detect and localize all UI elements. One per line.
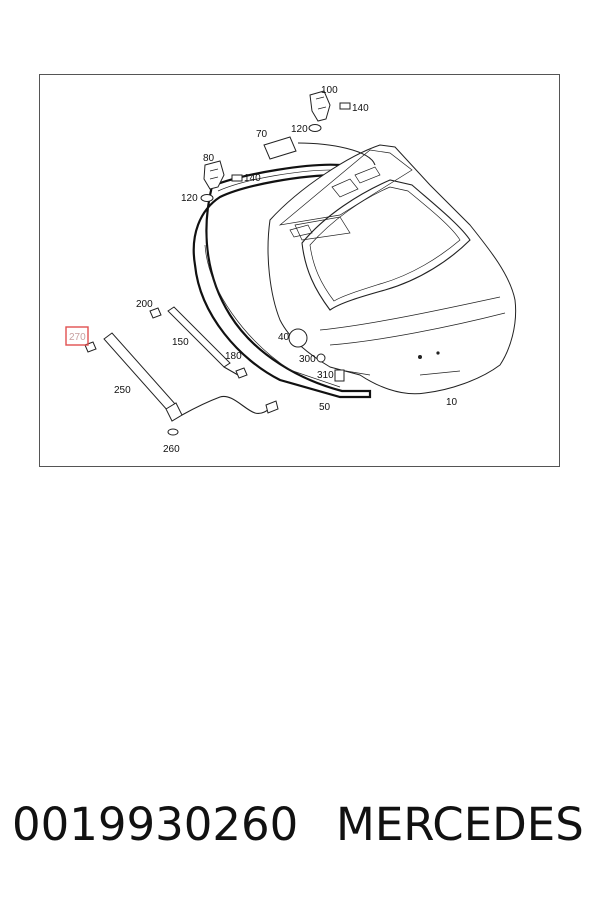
hinge-100-detail: [315, 96, 327, 110]
callout-150: 150: [172, 337, 189, 348]
bolt-310: [334, 369, 345, 382]
lock-hole-10b: [436, 351, 440, 355]
leader-70: [297, 142, 376, 166]
ball-stud-180: [235, 367, 248, 379]
gas-strut-150: [167, 306, 231, 368]
tailgate-exploded-view: 10 40 50 70 80 100 120 120 140 140 150 1…: [65, 85, 517, 455]
callout-140b: 140: [244, 173, 261, 184]
callout-200: 200: [136, 299, 153, 310]
bolt-140b: [231, 174, 243, 182]
callout-80: 80: [203, 153, 215, 164]
parts-diagram: 10 40 50 70 80 100 120 120 140 140 150 1…: [39, 74, 560, 467]
hinge-100: [309, 90, 331, 122]
highlight-box-270: [65, 326, 89, 346]
cable-harness: [181, 395, 273, 416]
ball-stud-200: [149, 307, 162, 319]
lock-hole-10: [418, 355, 422, 359]
bumper-120b: [200, 194, 214, 202]
callout-300: 300: [299, 354, 316, 365]
seal-inner-50: [204, 169, 341, 388]
callout-50: 50: [319, 402, 331, 413]
callout-140a: 140: [352, 103, 369, 114]
callout-120a: 120: [291, 124, 308, 135]
nut-300: [316, 353, 326, 363]
callout-180: 180: [225, 351, 242, 362]
ball-stud-270: [84, 341, 97, 353]
tailgate-body-10: [267, 144, 517, 395]
bolt-140a: [339, 102, 351, 110]
product-caption: 0019930260 MERCEDES: [0, 798, 600, 868]
grommet-260: [167, 428, 179, 436]
callout-120b: 120: [181, 193, 198, 204]
frame-details-10: [289, 166, 381, 238]
hinge-80-detail: [209, 168, 219, 180]
drive-250: [103, 332, 177, 412]
hinge-80: [203, 160, 225, 190]
callout-100: 100: [321, 85, 338, 96]
inner-frame-10: [278, 149, 413, 241]
plate-70: [263, 136, 297, 160]
callout-270: 270: [69, 332, 86, 343]
bumper-120a: [308, 124, 322, 132]
part-number: 0019930260: [12, 798, 299, 851]
callout-260: 260: [163, 444, 180, 455]
rear-window-10: [301, 179, 471, 311]
callout-40: 40: [278, 332, 290, 343]
emblem-cover-40: [288, 328, 308, 348]
callout-310: 310: [317, 370, 334, 381]
gas-strut-150-rod: [223, 366, 239, 376]
rear-window-inner-10: [309, 186, 461, 302]
cable-connector: [265, 400, 279, 414]
brand-name: MERCEDES: [336, 798, 584, 851]
callout-70: 70: [256, 129, 268, 140]
callout-250: 250: [114, 385, 131, 396]
lower-panel-10: [319, 296, 506, 376]
callout-10: 10: [446, 397, 458, 408]
